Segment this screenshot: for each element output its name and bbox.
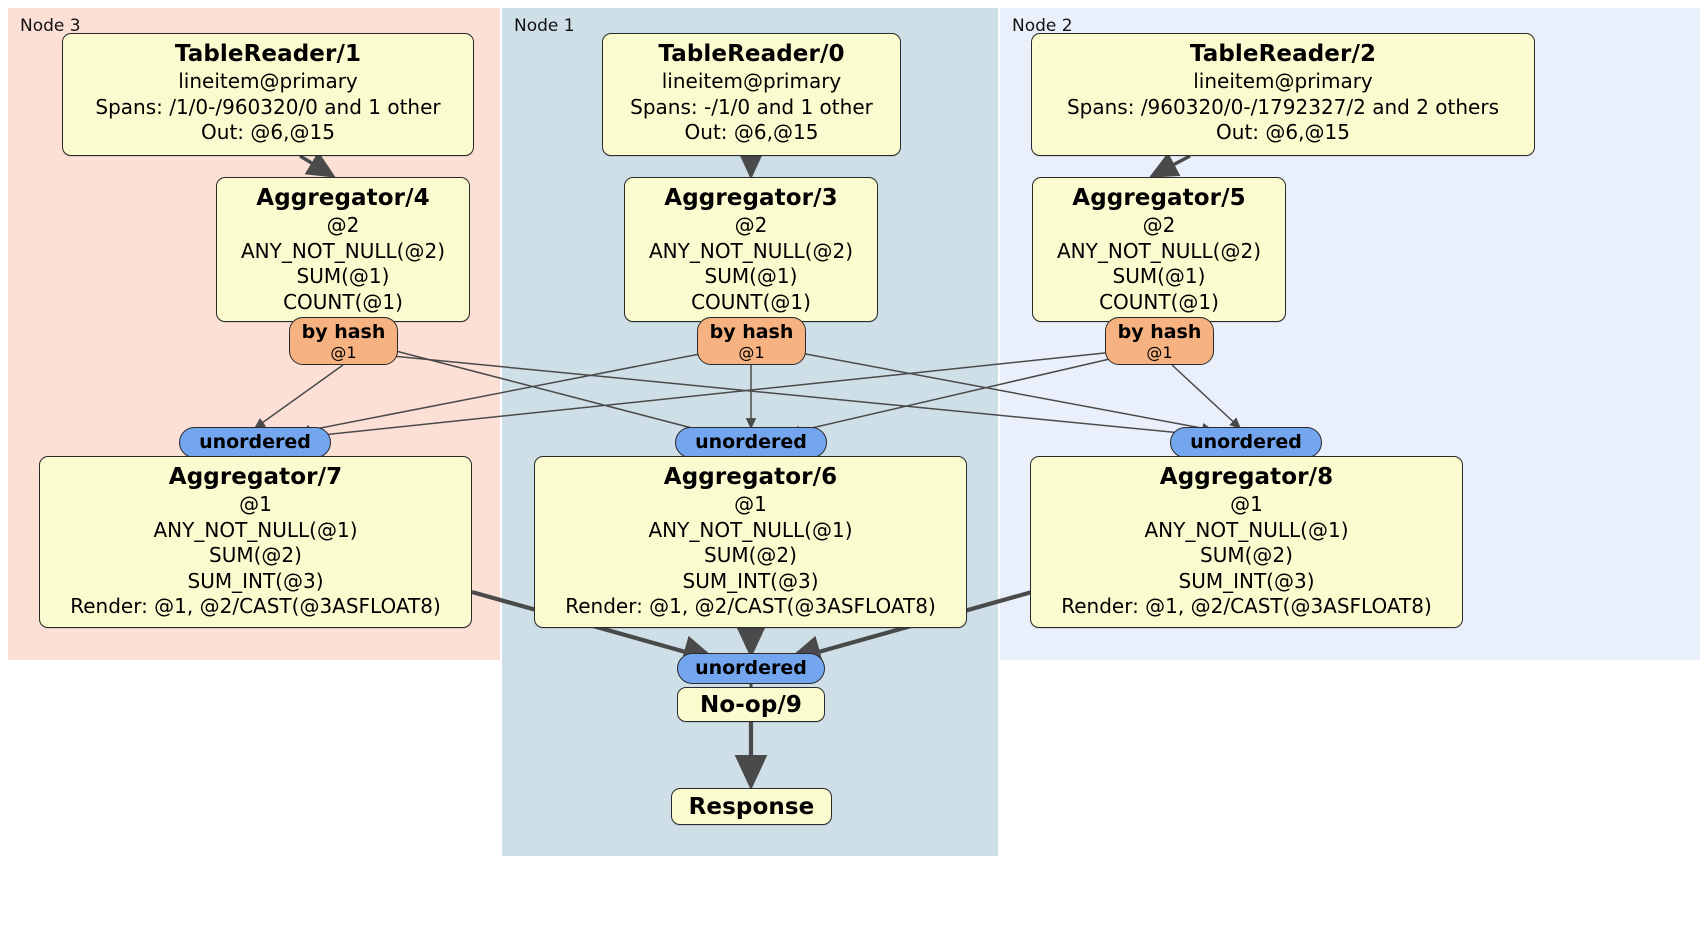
- processor-line: Render: @1, @2/CAST(@3ASFLOAT8): [70, 594, 441, 618]
- processor-table-reader-0[interactable]: TableReader/0 lineitem@primary Spans: -/…: [602, 33, 901, 156]
- processor-table-reader-2[interactable]: TableReader/2 lineitem@primary Spans: /9…: [1031, 33, 1535, 156]
- hash-router-column: @1: [1146, 343, 1173, 362]
- hash-router-column: @1: [330, 343, 357, 362]
- processor-line: ANY_NOT_NULL(@1): [648, 517, 853, 542]
- processor-aggregator-8[interactable]: Aggregator/8 @1 ANY_NOT_NULL(@1) SUM(@2)…: [1030, 456, 1463, 628]
- processor-title: Aggregator/7: [168, 464, 343, 490]
- processor-line: lineitem@primary: [1193, 69, 1373, 93]
- hash-router-kind: by hash: [301, 321, 386, 343]
- processor-line: ANY_NOT_NULL(@2): [649, 238, 853, 263]
- processor-aggregator-4[interactable]: Aggregator/4 @2 ANY_NOT_NULL(@2) SUM(@1)…: [216, 177, 470, 322]
- processor-line: ANY_NOT_NULL(@2): [241, 238, 445, 263]
- synchronizer-unordered-8[interactable]: unordered: [1170, 427, 1322, 458]
- processor-line: ANY_NOT_NULL(@2): [1057, 238, 1261, 263]
- processor-title: Aggregator/3: [664, 185, 838, 211]
- processor-line: Spans: /960320/0-/1792327/2 and 2 others: [1066, 94, 1499, 119]
- processor-line: @2: [326, 213, 360, 237]
- processor-title: TableReader/2: [1189, 41, 1377, 67]
- processor-noop-9[interactable]: No-op/9: [677, 687, 825, 722]
- processor-line: @1: [239, 492, 272, 516]
- processor-line: SUM_INT(@3): [187, 568, 324, 593]
- node-label-node3: Node 3: [20, 16, 81, 36]
- processor-line: SUM_INT(@3): [682, 568, 819, 593]
- processor-line: SUM(@1): [1112, 264, 1206, 288]
- processor-line: SUM_INT(@3): [1178, 568, 1315, 593]
- hash-router-aggregator-4[interactable]: by hash @1: [289, 317, 398, 365]
- processor-table-reader-1[interactable]: TableReader/1 lineitem@primary Spans: /1…: [62, 33, 474, 156]
- processor-line: Render: @1, @2/CAST(@3ASFLOAT8): [565, 594, 936, 618]
- processor-aggregator-5[interactable]: Aggregator/5 @2 ANY_NOT_NULL(@2) SUM(@1)…: [1032, 177, 1286, 322]
- processor-title: Aggregator/6: [663, 464, 838, 490]
- processor-line: Out: @6,@15: [684, 120, 819, 144]
- hash-router-kind: by hash: [709, 321, 794, 343]
- processor-line: lineitem@primary: [661, 69, 842, 93]
- hash-router-column: @1: [738, 343, 765, 362]
- processor-aggregator-3[interactable]: Aggregator/3 @2 ANY_NOT_NULL(@2) SUM(@1)…: [624, 177, 878, 322]
- processor-response[interactable]: Response: [671, 788, 832, 825]
- node-label-node1: Node 1: [514, 16, 575, 36]
- processor-line: Out: @6,@15: [1216, 120, 1350, 144]
- processor-line: ANY_NOT_NULL(@1): [153, 517, 358, 542]
- processor-line: ANY_NOT_NULL(@1): [1144, 517, 1349, 542]
- processor-title: Aggregator/5: [1072, 185, 1246, 211]
- processor-line: COUNT(@1): [1099, 289, 1219, 314]
- hash-router-kind: by hash: [1117, 321, 1202, 343]
- synchronizer-unordered-7[interactable]: unordered: [179, 427, 331, 458]
- processor-line: Spans: /1/0-/960320/0 and 1 other: [95, 94, 441, 119]
- processor-line: @1: [734, 492, 767, 516]
- processor-title: TableReader/0: [658, 41, 845, 67]
- synchronizer-unordered-final[interactable]: unordered: [677, 653, 825, 684]
- synchronizer-label: unordered: [1190, 431, 1302, 453]
- processor-title: Response: [688, 794, 815, 820]
- processor-title: Aggregator/4: [256, 185, 430, 211]
- processor-line: @1: [1230, 492, 1263, 516]
- processor-title: Aggregator/8: [1159, 464, 1334, 490]
- processor-line: SUM(@2): [209, 543, 302, 567]
- hash-router-aggregator-5[interactable]: by hash @1: [1105, 317, 1214, 365]
- synchronizer-label: unordered: [695, 431, 807, 453]
- processor-line: SUM(@1): [296, 264, 390, 288]
- node-label-node2: Node 2: [1012, 16, 1073, 36]
- synchronizer-label: unordered: [199, 431, 311, 453]
- processor-title: TableReader/1: [174, 41, 362, 67]
- processor-line: lineitem@primary: [178, 69, 358, 93]
- processor-line: @2: [734, 213, 768, 237]
- processor-aggregator-6[interactable]: Aggregator/6 @1 ANY_NOT_NULL(@1) SUM(@2)…: [534, 456, 967, 628]
- processor-line: SUM(@2): [704, 543, 797, 567]
- processor-aggregator-7[interactable]: Aggregator/7 @1 ANY_NOT_NULL(@1) SUM(@2)…: [39, 456, 472, 628]
- processor-line: Out: @6,@15: [201, 120, 335, 144]
- processor-line: Render: @1, @2/CAST(@3ASFLOAT8): [1061, 594, 1432, 618]
- processor-line: Spans: -/1/0 and 1 other: [630, 94, 873, 119]
- synchronizer-unordered-6[interactable]: unordered: [675, 427, 827, 458]
- processor-line: COUNT(@1): [283, 289, 403, 314]
- processor-line: @2: [1142, 213, 1176, 237]
- synchronizer-label: unordered: [695, 657, 807, 679]
- processor-title: No-op/9: [700, 692, 802, 718]
- processor-line: SUM(@2): [1200, 543, 1293, 567]
- processor-line: COUNT(@1): [691, 289, 811, 314]
- hash-router-aggregator-3[interactable]: by hash @1: [697, 317, 806, 365]
- processor-line: SUM(@1): [704, 264, 798, 288]
